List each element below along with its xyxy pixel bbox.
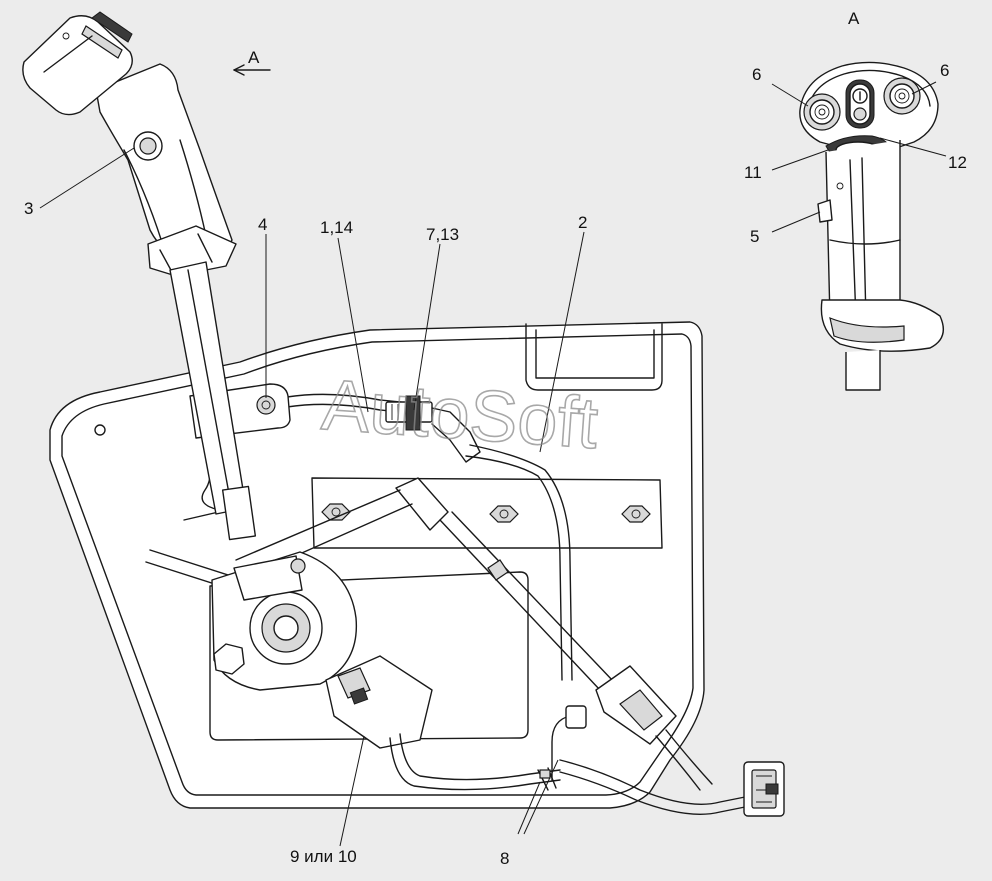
callout-12: 12 — [948, 153, 967, 172]
cam-mechanism — [211, 551, 358, 691]
callout-3: 3 — [24, 199, 33, 218]
callout-6-right: 6 — [940, 61, 949, 80]
callout-labels: A А 3 4 1,14 7,13 2 9 или 10 8 6 6 11 12… — [24, 9, 967, 868]
gas-strut — [395, 477, 677, 745]
wire-harness-lower — [537, 705, 751, 815]
detail-view-a — [799, 61, 944, 391]
leader-lines — [39, 81, 947, 847]
switch-block-9-10 — [325, 655, 561, 791]
callout-9-10: 9 или 10 — [290, 847, 357, 866]
callout-6-left: 6 — [752, 65, 761, 84]
connector-7-13 — [385, 395, 481, 463]
bracket-plate — [311, 477, 663, 549]
callout-2: 2 — [578, 213, 587, 232]
callout-7-13: 7,13 — [426, 225, 459, 244]
callout-4: 4 — [258, 215, 267, 234]
callout-5: 5 — [750, 227, 759, 246]
callout-8: 8 — [500, 849, 509, 868]
detail-view-title: А — [848, 9, 860, 28]
callout-1-14: 1,14 — [320, 218, 353, 237]
output-connector — [743, 761, 785, 817]
view-arrow-label: A — [248, 48, 260, 67]
view-arrow — [233, 64, 271, 76]
callout-11: 11 — [744, 163, 762, 182]
joystick-lever — [22, 11, 257, 541]
